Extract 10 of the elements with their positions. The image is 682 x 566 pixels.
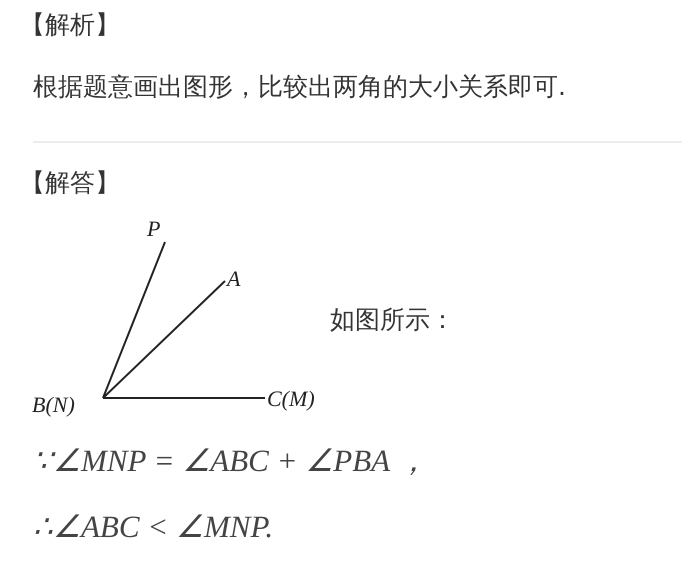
point-label: A (227, 266, 240, 292)
math-formula: ∴∠ABC < ∠MNP. (33, 508, 274, 545)
hint-text: 根据题意画出图形，比较出两角的大小关系即可. (33, 71, 566, 103)
math-formula: ∵∠MNP = ∠ABC + ∠PBA ， (33, 442, 428, 480)
section-heading: 【解答】 (20, 167, 120, 199)
point-label: C(M) (267, 386, 315, 412)
point-label: P (147, 216, 160, 242)
figure-caption: 如图所示： (330, 304, 455, 336)
point-label: B(N) (32, 392, 75, 418)
section-heading: 【解析】 (20, 9, 120, 41)
